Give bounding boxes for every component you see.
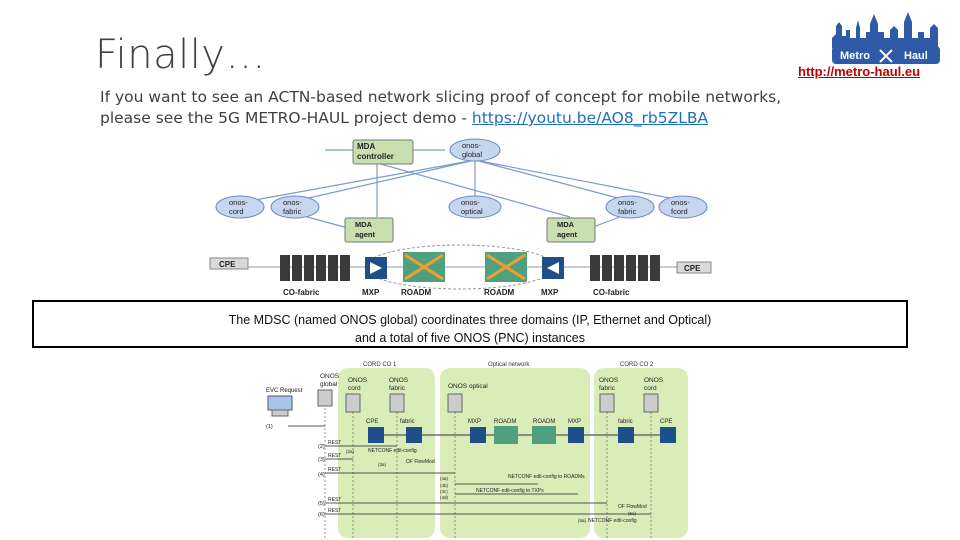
svg-text:(4c): (4c): [440, 489, 448, 494]
metro-haul-site-link[interactable]: http://metro-haul.eu: [798, 64, 921, 79]
svg-text:CO-fabric: CO-fabric: [283, 288, 320, 297]
sequence-diagram: CORD CO 1 Optical network CORD CO 2 ONOS…: [266, 362, 688, 538]
svg-text:(5a): (5a): [628, 511, 637, 516]
svg-text:CPE: CPE: [366, 419, 378, 425]
architecture-diagram: MDA controller onos- global onos- cord o…: [209, 138, 712, 297]
svg-text:MXP: MXP: [362, 288, 380, 297]
svg-text:NETCONF edit-config to TXPs: NETCONF edit-config to TXPs: [476, 488, 544, 494]
svg-text:Metro: Metro: [840, 50, 870, 62]
svg-text:Haul: Haul: [904, 50, 928, 62]
svg-text:(4): (4): [318, 472, 325, 478]
svg-text:CORD CO 2: CORD CO 2: [620, 362, 654, 368]
caption-line-1: The MDSC (named ONOS global) coordinates…: [228, 313, 712, 327]
svg-text:CPE: CPE: [660, 419, 672, 425]
svg-text:REST: REST: [328, 508, 341, 514]
svg-text:cord: cord: [348, 385, 361, 392]
body-paragraph: If you want to see an ACTN-based network…: [100, 87, 820, 129]
svg-text:fabric: fabric: [618, 419, 633, 425]
svg-text:ROADM: ROADM: [484, 288, 515, 297]
svg-text:CPE: CPE: [219, 260, 236, 269]
svg-text:global: global: [462, 150, 482, 159]
svg-text:NETCONF edit-config: NETCONF edit-config: [588, 518, 637, 524]
svg-text:fabric: fabric: [400, 419, 415, 425]
svg-text:CO-fabric: CO-fabric: [593, 288, 630, 297]
svg-text:(2): (2): [318, 444, 325, 450]
svg-text:(5): (5): [318, 501, 325, 507]
svg-text:controller: controller: [357, 152, 394, 161]
svg-text:OF FlowMod: OF FlowMod: [406, 459, 435, 465]
svg-text:ROADM: ROADM: [494, 419, 516, 425]
svg-text:onos-: onos-: [671, 198, 690, 207]
caption-box: The MDSC (named ONOS global) coordinates…: [32, 300, 908, 348]
svg-text:(3): (3): [318, 457, 325, 463]
svg-text:cord: cord: [644, 385, 657, 392]
metro-haul-logo: Metro Haul: [832, 12, 940, 64]
svg-text:ONOS: ONOS: [348, 377, 368, 384]
svg-text:global: global: [320, 381, 338, 388]
svg-text:agent: agent: [355, 230, 376, 239]
svg-text:(4d): (4d): [440, 495, 449, 500]
svg-text:fabric: fabric: [389, 385, 406, 392]
svg-text:Optical network: Optical network: [488, 362, 530, 368]
svg-text:onos-: onos-: [461, 198, 480, 207]
svg-text:(1): (1): [266, 424, 273, 430]
svg-text:ONOS optical: ONOS optical: [448, 383, 488, 390]
svg-text:fabric: fabric: [283, 207, 302, 216]
svg-text:(4a): (4a): [440, 476, 449, 481]
svg-text:REST: REST: [328, 497, 341, 503]
svg-text:MDA: MDA: [357, 142, 375, 151]
svg-text:ROADM: ROADM: [533, 419, 555, 425]
svg-text:onos-: onos-: [462, 141, 481, 150]
svg-text:(4b): (4b): [440, 483, 449, 488]
svg-text:agent: agent: [557, 230, 578, 239]
svg-text:fcord: fcord: [671, 207, 688, 216]
body-line-1: If you want to see an ACTN-based network…: [100, 88, 782, 106]
svg-text:onos-: onos-: [229, 198, 248, 207]
caption-text: The MDSC (named ONOS global) coordinates…: [34, 311, 906, 347]
svg-text:MXP: MXP: [541, 288, 559, 297]
svg-text:ONOS: ONOS: [599, 377, 619, 384]
svg-text:EVC Request: EVC Request: [266, 388, 303, 394]
svg-text:fabric: fabric: [618, 207, 637, 216]
svg-text:onos-: onos-: [618, 198, 637, 207]
body-line-2: please see the 5G METRO-HAUL project dem…: [100, 109, 472, 127]
svg-text:ROADM: ROADM: [401, 288, 432, 297]
svg-text:(6a): (6a): [578, 518, 587, 523]
svg-text:ONOS: ONOS: [389, 377, 409, 384]
svg-text:MDA: MDA: [355, 220, 373, 229]
svg-text:OF FlowMod: OF FlowMod: [618, 504, 647, 510]
svg-text:ONOS: ONOS: [320, 373, 340, 380]
svg-text:(3a): (3a): [378, 462, 387, 467]
svg-text:MXP: MXP: [568, 419, 581, 425]
svg-text:(2a): (2a): [346, 449, 355, 454]
svg-text:onos-: onos-: [283, 198, 302, 207]
svg-text:MDA: MDA: [557, 220, 575, 229]
svg-text:ONOS: ONOS: [644, 377, 664, 384]
svg-text:MXP: MXP: [468, 419, 481, 425]
svg-text:CORD CO 1: CORD CO 1: [363, 362, 397, 368]
svg-text:REST: REST: [328, 440, 341, 446]
svg-text:fabric: fabric: [599, 385, 616, 392]
svg-text:NETCONF edit-config: NETCONF edit-config: [368, 448, 417, 454]
slide-title: Finally…: [95, 32, 266, 78]
svg-text:(6): (6): [318, 512, 325, 518]
svg-text:CPE: CPE: [684, 264, 701, 273]
svg-text:cord: cord: [229, 207, 244, 216]
svg-text:REST: REST: [328, 467, 341, 473]
svg-text:NETCONF edit-config to ROADMs: NETCONF edit-config to ROADMs: [508, 474, 585, 480]
caption-line-2: and a total of five ONOS (PNC) instances: [355, 331, 585, 345]
svg-text:optical: optical: [461, 207, 483, 216]
demo-video-link[interactable]: https://youtu.be/AO8_rb5ZLBA: [471, 109, 709, 127]
svg-text:REST: REST: [328, 453, 341, 459]
